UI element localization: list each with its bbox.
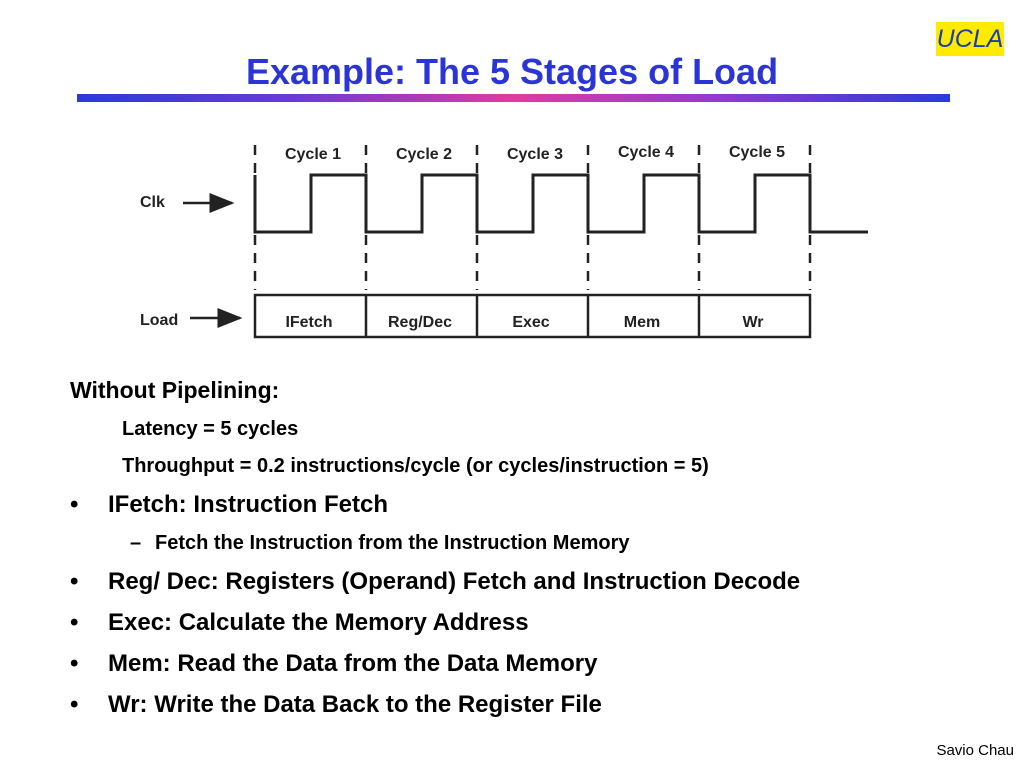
bullet-exec: Exec: Calculate the Memory Address <box>108 609 529 636</box>
slide-title: Example: The 5 Stages of Load <box>245 51 779 92</box>
bullet-mem: Mem: Read the Data from the Data Memory <box>108 650 598 677</box>
stage-wr: Wr <box>742 314 763 331</box>
bullet-marker: • <box>70 609 79 636</box>
latency-line: Latency = 5 cycles <box>122 418 299 440</box>
stage-mem: Mem <box>624 314 660 331</box>
cycle-label-3: Cycle 3 <box>507 146 563 163</box>
without-pipelining-heading: Without Pipelining: <box>70 377 280 403</box>
timing-diagram: Cycle 1 Cycle 2 Cycle 3 Cycle 4 Cycle 5 … <box>140 144 868 339</box>
stage-reg-dec: Reg/Dec <box>388 314 452 331</box>
stage-exec: Exec <box>512 314 549 331</box>
clock-waveform <box>253 173 868 234</box>
throughput-line: Throughput = 0.2 instructions/cycle (or … <box>122 455 709 477</box>
cycle-label-2: Cycle 2 <box>396 146 452 163</box>
cycle-label-4: Cycle 4 <box>618 144 674 161</box>
author-footer: Savio Chau <box>936 742 1014 759</box>
load-stage-box <box>253 293 812 339</box>
bullet-marker: • <box>70 491 79 518</box>
dash-marker: – <box>130 532 142 554</box>
stage-ifetch: IFetch <box>285 314 332 331</box>
bullet-marker: • <box>70 568 79 595</box>
sub-bullet-fetch-instruction: Fetch the Instruction from the Instructi… <box>155 532 630 554</box>
title-underline <box>77 94 950 102</box>
ucla-logo: UCLA <box>936 22 1004 56</box>
clk-label: Clk <box>140 194 165 211</box>
bullet-wr: Wr: Write the Data Back to the Register … <box>108 691 602 718</box>
bullet-marker: • <box>70 691 79 718</box>
load-label: Load <box>140 312 178 329</box>
bullet-ifetch: IFetch: Instruction Fetch <box>108 491 389 518</box>
cycle-label-5: Cycle 5 <box>729 144 785 161</box>
bullet-reg-dec: Reg/ Dec: Registers (Operand) Fetch and … <box>108 568 801 595</box>
cycle-label-1: Cycle 1 <box>285 146 341 163</box>
bullet-marker: • <box>70 650 79 677</box>
